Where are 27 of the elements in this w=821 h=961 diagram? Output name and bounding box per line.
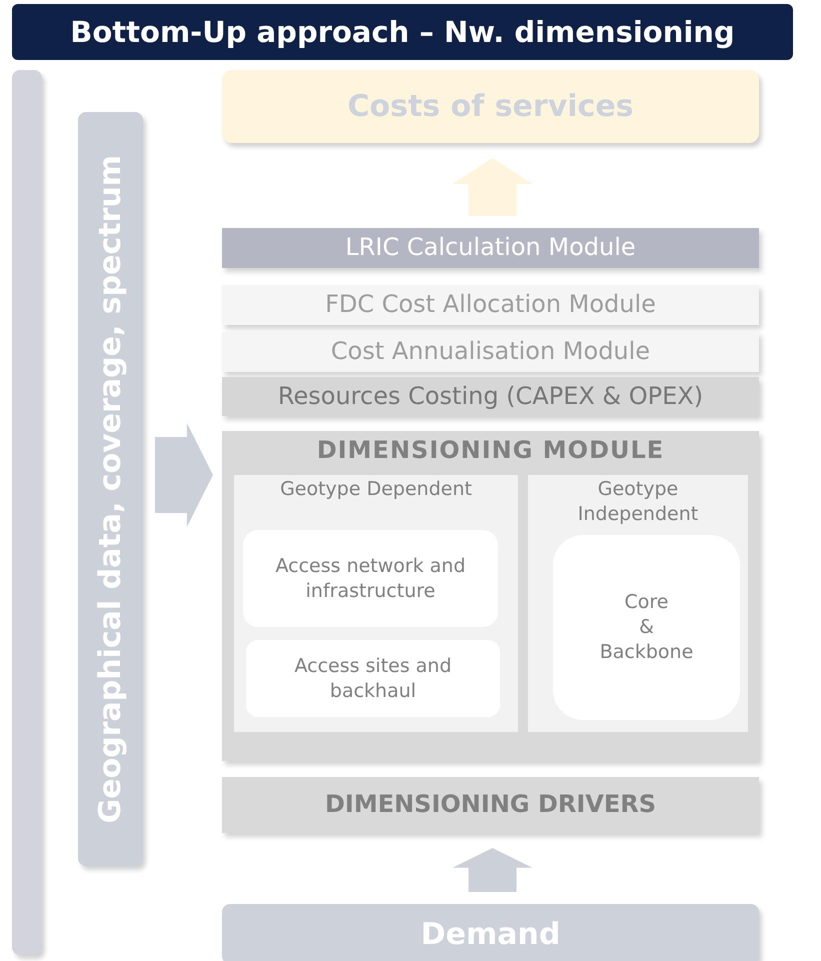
box-label: Resources Costing (CAPEX & OPEX) <box>276 380 704 412</box>
group-panel <box>528 475 748 732</box>
block-arrow <box>452 158 532 216</box>
module-panel <box>222 431 759 761</box>
panel-heading: DIMENSIONING MODULE <box>316 435 666 466</box>
group-panel <box>234 475 518 732</box>
panel-heading: Geotype Independent <box>576 477 700 526</box>
box-label: Access network and infrastructure <box>274 554 467 604</box>
panel-heading: Geotype Dependent <box>279 477 473 502</box>
vertical-banner <box>78 112 143 866</box>
module-bar <box>222 377 759 416</box>
block-arrow <box>155 423 213 527</box>
input-box <box>222 904 759 961</box>
module-bar <box>222 228 759 268</box>
side-bar <box>12 70 42 955</box>
title-banner: Bottom-Up approach – Nw. dimensioning <box>12 4 793 60</box>
box-label: FDC Cost Allocation Module <box>324 289 657 320</box>
box-label: Cost Annualisation Module <box>330 336 652 368</box>
box-label: DIMENSIONING DRIVERS <box>324 789 658 820</box>
result-box <box>222 70 759 143</box>
box-label: Access sites and backhaul <box>293 654 453 704</box>
box-label: LRIC Calculation Module <box>344 232 637 264</box>
module-bar <box>222 777 759 833</box>
box-label: Core & Backbone <box>598 590 694 665</box>
block-arrow <box>452 848 532 892</box>
module-bar <box>222 332 759 372</box>
module-bar <box>222 285 759 325</box>
